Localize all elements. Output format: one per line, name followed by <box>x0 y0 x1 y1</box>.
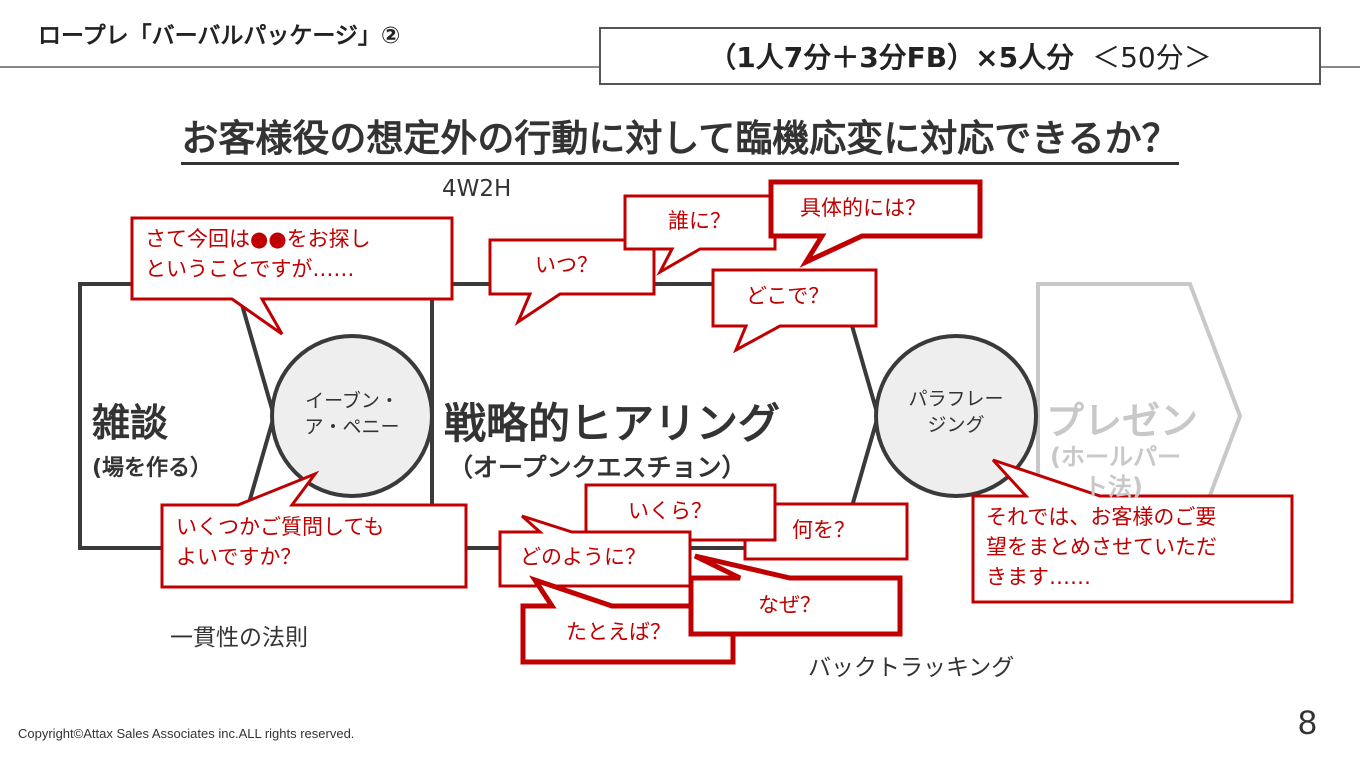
bubble-ask-questions-shape <box>160 470 468 589</box>
paraphrasing-label: パラフレー ジング <box>896 386 1016 438</box>
bubble-specifically-shape <box>768 179 983 268</box>
page-title: ロープレ「バーバルパッケージ」② <box>38 23 401 49</box>
label-consistency: 一貫性の法則 <box>170 625 308 651</box>
bubble-ask-questions-line2: よいですか？ <box>176 545 302 569</box>
time-allocation-box: （1人7分＋3分FB）×5人分 ＜50分＞ <box>599 27 1321 85</box>
bubble-how: どのように？ <box>520 545 646 569</box>
presentation-sublabel-line2: ト法) <box>1084 473 1143 501</box>
main-question-text: お客様役の想定外の行動に対して臨機応変に対応できるか？ <box>181 117 1179 165</box>
time-allocation-text: （1人7分＋3分FB）×5人分 <box>708 41 1075 74</box>
bubble-how-much-shape <box>584 483 777 542</box>
paraphrasing-label-line1: パラフレー <box>908 388 1004 410</box>
bubble-search-shape <box>130 216 454 336</box>
paraphrasing-label-line2: ジング <box>927 414 985 436</box>
main-question: お客様役の想定外の行動に対して臨機応変に対応できるか？ <box>0 108 1360 165</box>
even-penny-label-line2: ア・ペニー <box>304 416 400 438</box>
bubble-ask-questions: いくつかご質問しても よいですか？ <box>176 512 384 572</box>
bubble-to-whom: 誰に？ <box>668 209 731 233</box>
bubble-how-much: いくら？ <box>628 499 712 523</box>
bubble-for-example: たとえば？ <box>566 620 671 644</box>
bubble-for-example-shape <box>520 575 736 665</box>
presentation-sublabel-line1: (ホールパー <box>1050 443 1181 471</box>
bubble-where: どこで？ <box>746 284 830 308</box>
bubble-search: さて今回は●●をお探し ということですが…… <box>145 224 371 284</box>
label-backtracking: バックトラッキング <box>808 655 1015 681</box>
hearing-label: 戦略的ヒアリング <box>444 399 781 448</box>
page-number: 8 <box>1298 704 1317 742</box>
bubble-specifically: 具体的には？ <box>800 196 926 220</box>
bubble-ask-questions-line1: いくつかご質問しても <box>176 515 385 539</box>
paraphrasing-circle <box>874 334 1038 498</box>
bubble-summary-line1: それでは、お客様のご要 <box>986 505 1217 529</box>
bubble-summary-line3: きます…… <box>986 565 1091 589</box>
label-4w2h: 4W2H <box>442 176 512 202</box>
bubble-how-shape <box>498 514 692 588</box>
presentation-sublabel: (ホールパー ト法) <box>1050 442 1181 502</box>
even-penny-label: イーブン・ ア・ペニー <box>292 388 412 440</box>
hearing-sublabel: （オープンクエスチョン） <box>448 453 747 482</box>
copyright-notice: Copyright©Attax Sales Associates inc.ALL… <box>18 726 355 741</box>
bubble-where-shape <box>711 268 878 354</box>
even-penny-label-line1: イーブン・ <box>305 390 399 412</box>
bubble-search-line2: ということですが…… <box>145 257 355 281</box>
bubble-why-shape <box>688 553 903 637</box>
presentation-label: プレゼン <box>1046 399 1199 443</box>
bubble-summary-line2: 望をまとめさせていただ <box>986 535 1217 559</box>
smalltalk-label: 雑談 <box>92 401 169 445</box>
bubble-summary: それでは、お客様のご要 望をまとめさせていただ きます…… <box>986 502 1217 592</box>
bubble-search-line1: さて今回は●●をお探し <box>145 227 371 251</box>
smalltalk-sublabel: (場を作る） <box>92 456 213 481</box>
bubble-when: いつ？ <box>535 253 598 277</box>
bubble-why: なぜ？ <box>758 593 821 617</box>
bubble-what: 何を？ <box>792 518 855 542</box>
bubble-summary-shape <box>971 458 1294 604</box>
time-total-text: ＜50分＞ <box>1092 41 1212 74</box>
even-penny-circle <box>270 334 434 498</box>
